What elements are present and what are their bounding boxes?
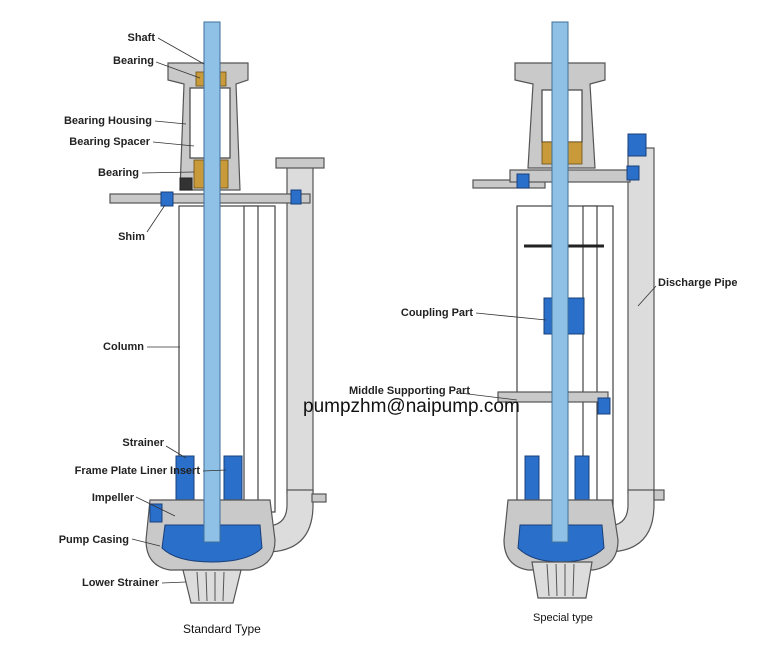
label-impeller: Impeller (92, 492, 135, 504)
caption-special-type: Special type (533, 612, 593, 624)
special-discharge-clamp (653, 489, 665, 501)
label-shaft: Shaft (128, 32, 156, 44)
standard-strainer-left (175, 455, 195, 505)
label-bearing-top: Bearing (113, 55, 154, 67)
standard-impeller (161, 524, 263, 563)
standard-discharge-pipe (286, 164, 314, 494)
special-discharge-pipe (627, 147, 655, 494)
standard-shim-block (160, 191, 174, 207)
special-plate-bolt-right (626, 165, 640, 181)
watermark-email: pumpzhm@naipump.com (303, 396, 520, 417)
standard-strainer-right (223, 455, 243, 505)
leader-lines (131, 37, 657, 584)
standard-column-rib (243, 205, 259, 507)
special-mounting-plate (472, 179, 546, 189)
standard-discharge-flange (275, 157, 325, 169)
special-plate-bolt (516, 173, 530, 189)
standard-discharge-clamp (311, 493, 327, 503)
label-bearing-spacer: Bearing Spacer (69, 136, 150, 148)
label-coupling-part: Coupling Part (401, 307, 473, 319)
label-shim: Shim (118, 231, 145, 243)
labels: Shaft Bearing Bearing Housing Bearing Sp… (59, 32, 738, 589)
special-support-bolt (597, 397, 611, 415)
label-column: Column (103, 341, 144, 353)
special-strainer-left (524, 455, 540, 501)
standard-plate-bolt (290, 189, 302, 205)
caption-standard-type: Standard Type (183, 622, 261, 636)
standard-lower-strainer (182, 569, 242, 604)
special-lower-strainer (531, 561, 593, 599)
special-discharge-flange (627, 133, 647, 157)
standard-type-pump (109, 21, 327, 604)
label-pump-casing: Pump Casing (59, 534, 129, 546)
label-strainer: Strainer (122, 437, 164, 449)
label-middle-supporting-part: Middle Supporting Part (349, 385, 470, 397)
label-bearing-bottom: Bearing (98, 167, 139, 179)
special-type-pump (472, 21, 665, 599)
special-strainer-right (574, 455, 590, 501)
standard-housing-bolt (179, 177, 193, 191)
label-bearing-housing: Bearing Housing (64, 115, 152, 127)
label-discharge-pipe: Discharge Pipe (658, 277, 737, 289)
special-shaft (551, 21, 569, 543)
standard-shaft (203, 21, 221, 543)
label-frame-plate-liner-insert: Frame Plate Liner Insert (75, 465, 201, 477)
label-lower-strainer: Lower Strainer (82, 577, 160, 589)
